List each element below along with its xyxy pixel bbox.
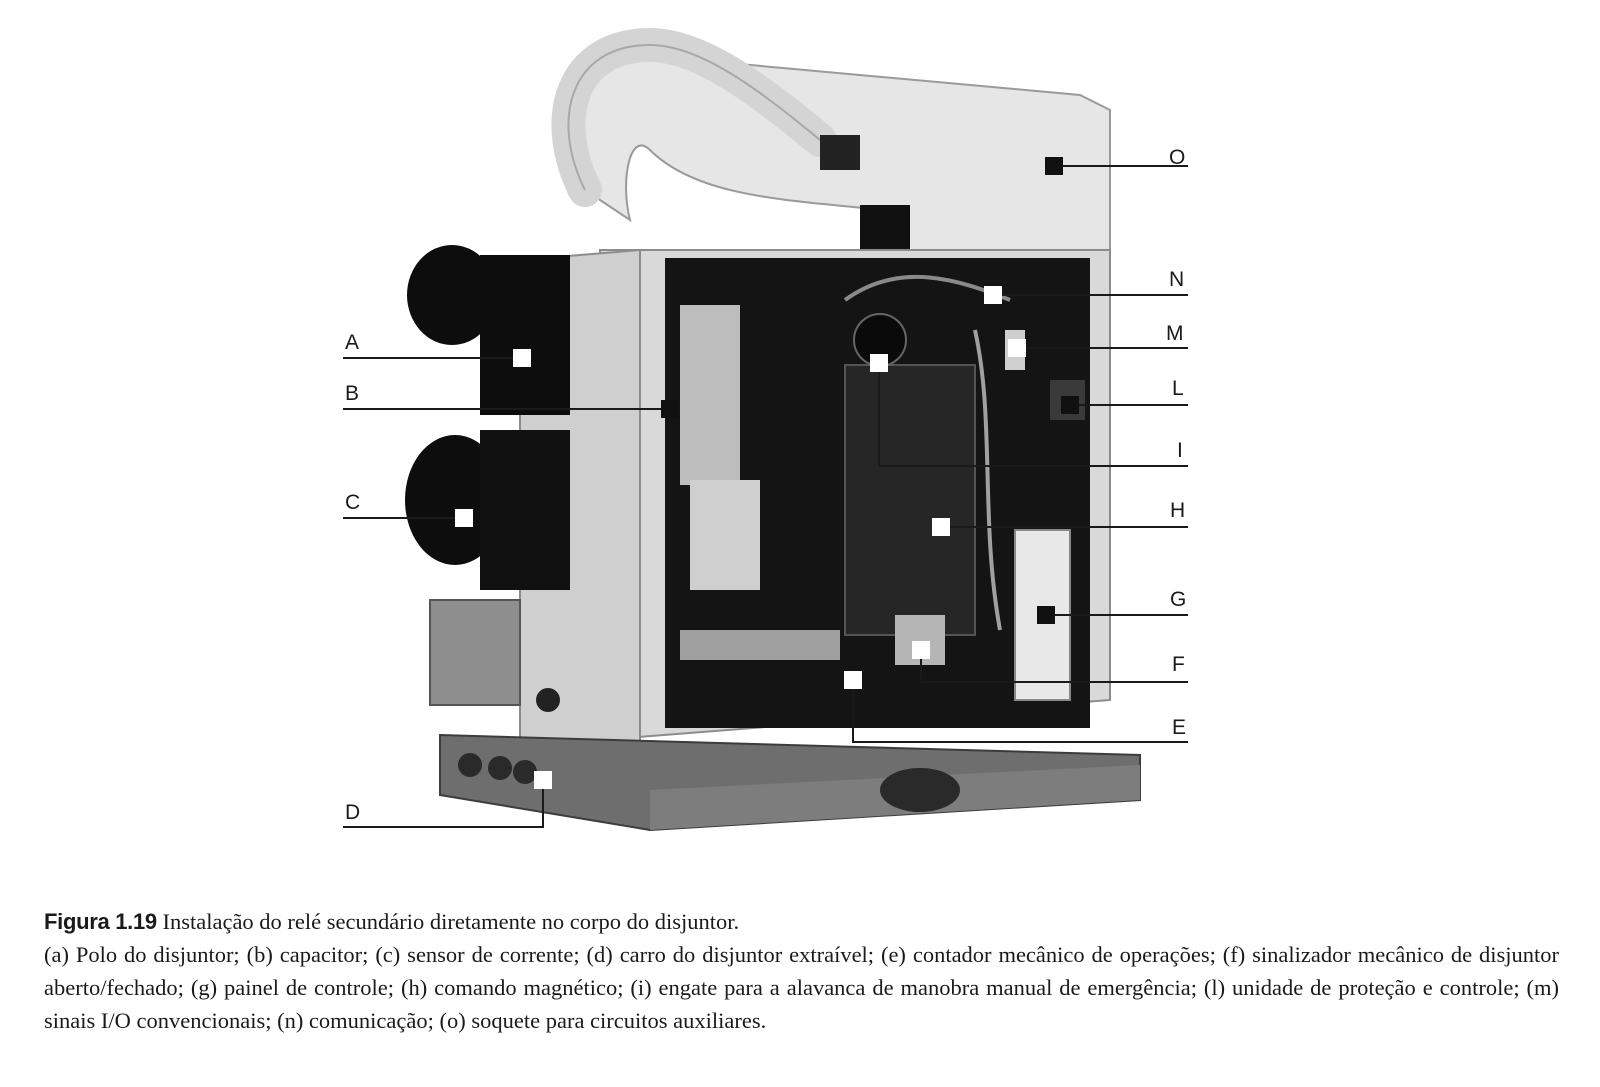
label-f: F [1172,653,1185,676]
label-i: I [1177,439,1183,462]
caption-description: (a) Polo do disjuntor; (b) capacitor; (c… [44,942,1559,1033]
breaker-illustration [405,27,1141,832]
label-l: L [1172,377,1184,400]
circuit-breaker-photo: A B C D E F G H I L M N O [343,27,1188,832]
caption-title: Instalação do relé secundário diretament… [162,909,740,934]
figure-labels: A B C D E F G H I L M N O [345,146,1186,824]
figure-caption: Figura 1.19 Instalação do relé secundári… [44,905,1559,1037]
label-o: O [1169,146,1185,169]
label-e: E [1172,716,1186,739]
label-b: B [345,382,359,405]
caption-title-line: Figura 1.19 Instalação do relé secundári… [44,905,1559,938]
figure-number: Figura 1.19 [44,909,157,934]
leader-lines [343,165,1188,828]
label-d: D [345,801,360,824]
label-g: G [1170,588,1186,611]
callout-markers [455,157,1079,789]
label-h: H [1170,499,1185,522]
label-a: A [345,331,359,354]
label-c: C [345,491,360,514]
label-m: M [1166,322,1184,345]
label-n: N [1169,268,1184,291]
